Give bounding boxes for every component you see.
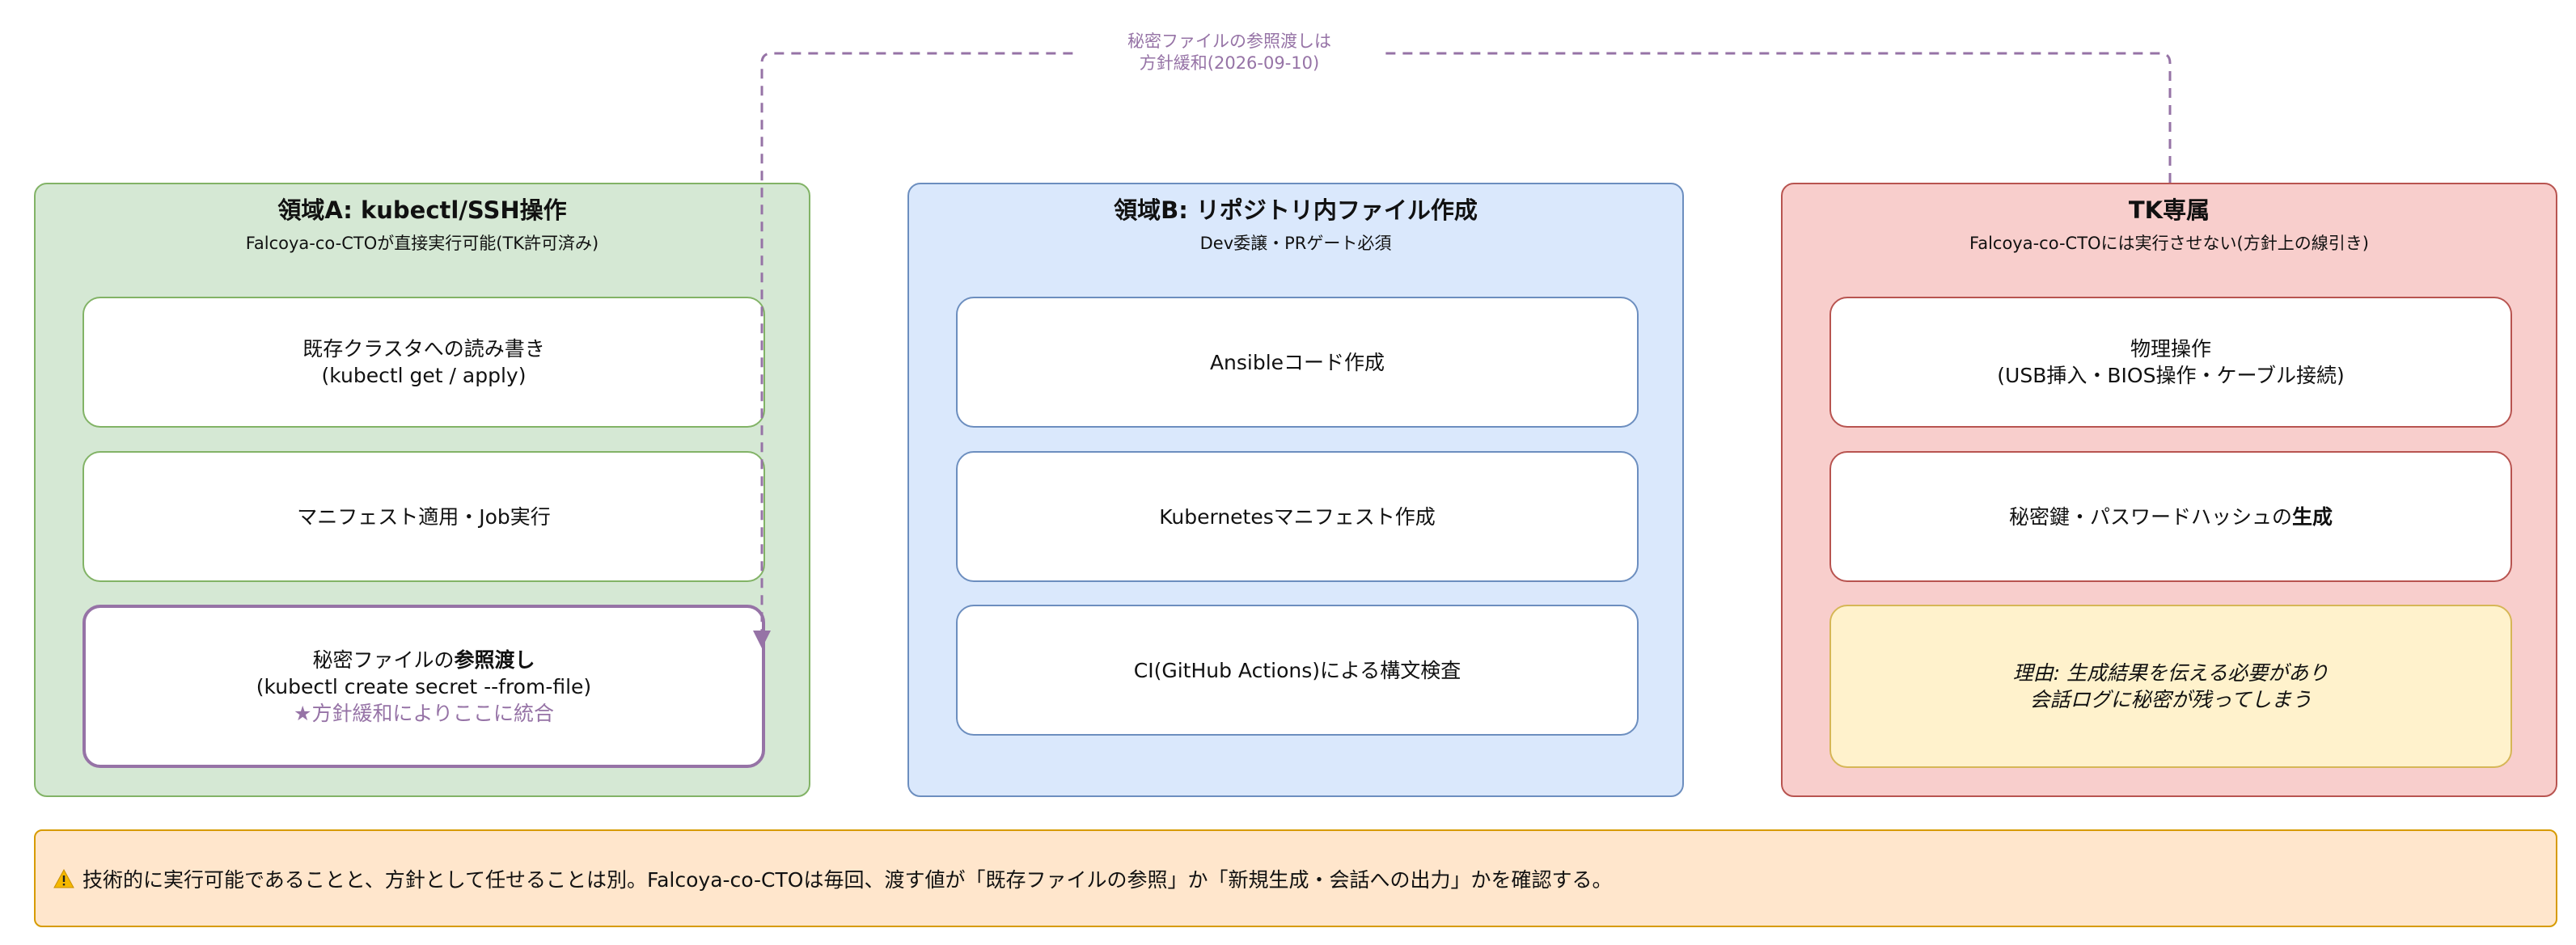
card-cluster-read-write: 既存クラスタへの読み書き (kubectl get / apply): [82, 297, 765, 428]
card-manifest-apply-job: マニフェスト適用・Job実行: [82, 451, 765, 582]
card-bold-text: 参照渡し: [454, 648, 535, 672]
policy-note-text: 技術的に実行可能であることと、方針として任せることは別。Falcoya-co-C…: [82, 867, 1613, 892]
card-text: 秘密鍵・パスワードハッシュの: [2008, 504, 2292, 529]
connector-line: [760, 52, 2172, 632]
card-secret-file-reference: 秘密ファイルの参照渡し (kubectl create secret --fro…: [82, 605, 765, 768]
card-secret-key-generation: 秘密鍵・パスワードハッシュの生成: [1829, 451, 2512, 582]
connector-label-line2: 方針緩和(2026-09-10): [1139, 53, 1320, 73]
card-line: 秘密ファイルの参照渡し: [312, 647, 535, 673]
card-line: CI(GitHub Actions)による構文検査: [1133, 658, 1461, 682]
card-line: マニフェスト適用・Job実行: [297, 504, 551, 529]
card-ci-syntax-check: CI(GitHub Actions)による構文検査: [956, 605, 1639, 736]
card-line: (USB挿入・BIOS操作・ケーブル接続): [1997, 364, 2345, 387]
card-kubernetes-manifest: Kubernetesマニフェスト作成: [956, 451, 1639, 582]
card-line: 物理操作: [2130, 337, 2211, 361]
card-line: 会話ログに秘密が残ってしまう: [2029, 688, 2312, 711]
card-line: (kubectl create secret --from-file): [256, 674, 592, 698]
card-text: 秘密ファイルの: [312, 648, 455, 672]
card-line: (kubectl get / apply): [321, 364, 527, 387]
zone-a-subtitle: Falcoya-co-CTOが直接実行可能(TK許可済み): [245, 234, 599, 253]
card-line: 既存クラスタへの読み書き: [302, 337, 545, 361]
card-bold-text: 生成: [2292, 504, 2333, 529]
warning-icon: [53, 868, 74, 888]
zone-c-title: TK専属: [2128, 196, 2210, 224]
card-line: Ansibleコード作成: [1209, 350, 1385, 374]
connector-label-line1: 秘密ファイルの参照渡しは: [1127, 32, 1331, 51]
card-line: 秘密鍵・パスワードハッシュの生成: [2009, 504, 2333, 530]
connector-arrowhead: [753, 631, 771, 648]
zone-a-title: 領域A: kubectl/SSH操作: [277, 196, 567, 224]
card-reason-note: 理由: 生成結果を伝える必要があり 会話ログに秘密が残ってしまう: [1829, 605, 2512, 768]
zone-c-subtitle: Falcoya-co-CTOには実行させない(方針上の線引き): [1969, 234, 2369, 253]
zone-b-repo-files: 領域B: リポジトリ内ファイル作成 Dev委譲・PRゲート必須 Ansibleコ…: [907, 183, 1684, 797]
connector-label: 秘密ファイルの参照渡しは 方針緩和(2026-09-10): [1076, 31, 1383, 74]
card-physical-operations: 物理操作 (USB挿入・BIOS操作・ケーブル接続): [1829, 297, 2512, 428]
policy-relaxed-note: ★方針緩和によりここに統合: [294, 701, 554, 725]
zone-a-kubectl-ssh: 領域A: kubectl/SSH操作 Falcoya-co-CTOが直接実行可能…: [34, 183, 810, 797]
card-line: 理由: 生成結果を伝える必要があり: [2012, 661, 2329, 685]
policy-note-bar: 技術的に実行可能であることと、方針として任せることは別。Falcoya-co-C…: [34, 829, 2557, 927]
zone-b-subtitle: Dev委譲・PRゲート必須: [1199, 234, 1392, 253]
card-line: Kubernetesマニフェスト作成: [1159, 504, 1436, 529]
zone-b-title: 領域B: リポジトリ内ファイル作成: [1114, 196, 1478, 224]
zone-c-tk-only: TK専属 Falcoya-co-CTOには実行させない(方針上の線引き) 物理操…: [1781, 183, 2557, 797]
card-ansible-code: Ansibleコード作成: [956, 297, 1639, 428]
